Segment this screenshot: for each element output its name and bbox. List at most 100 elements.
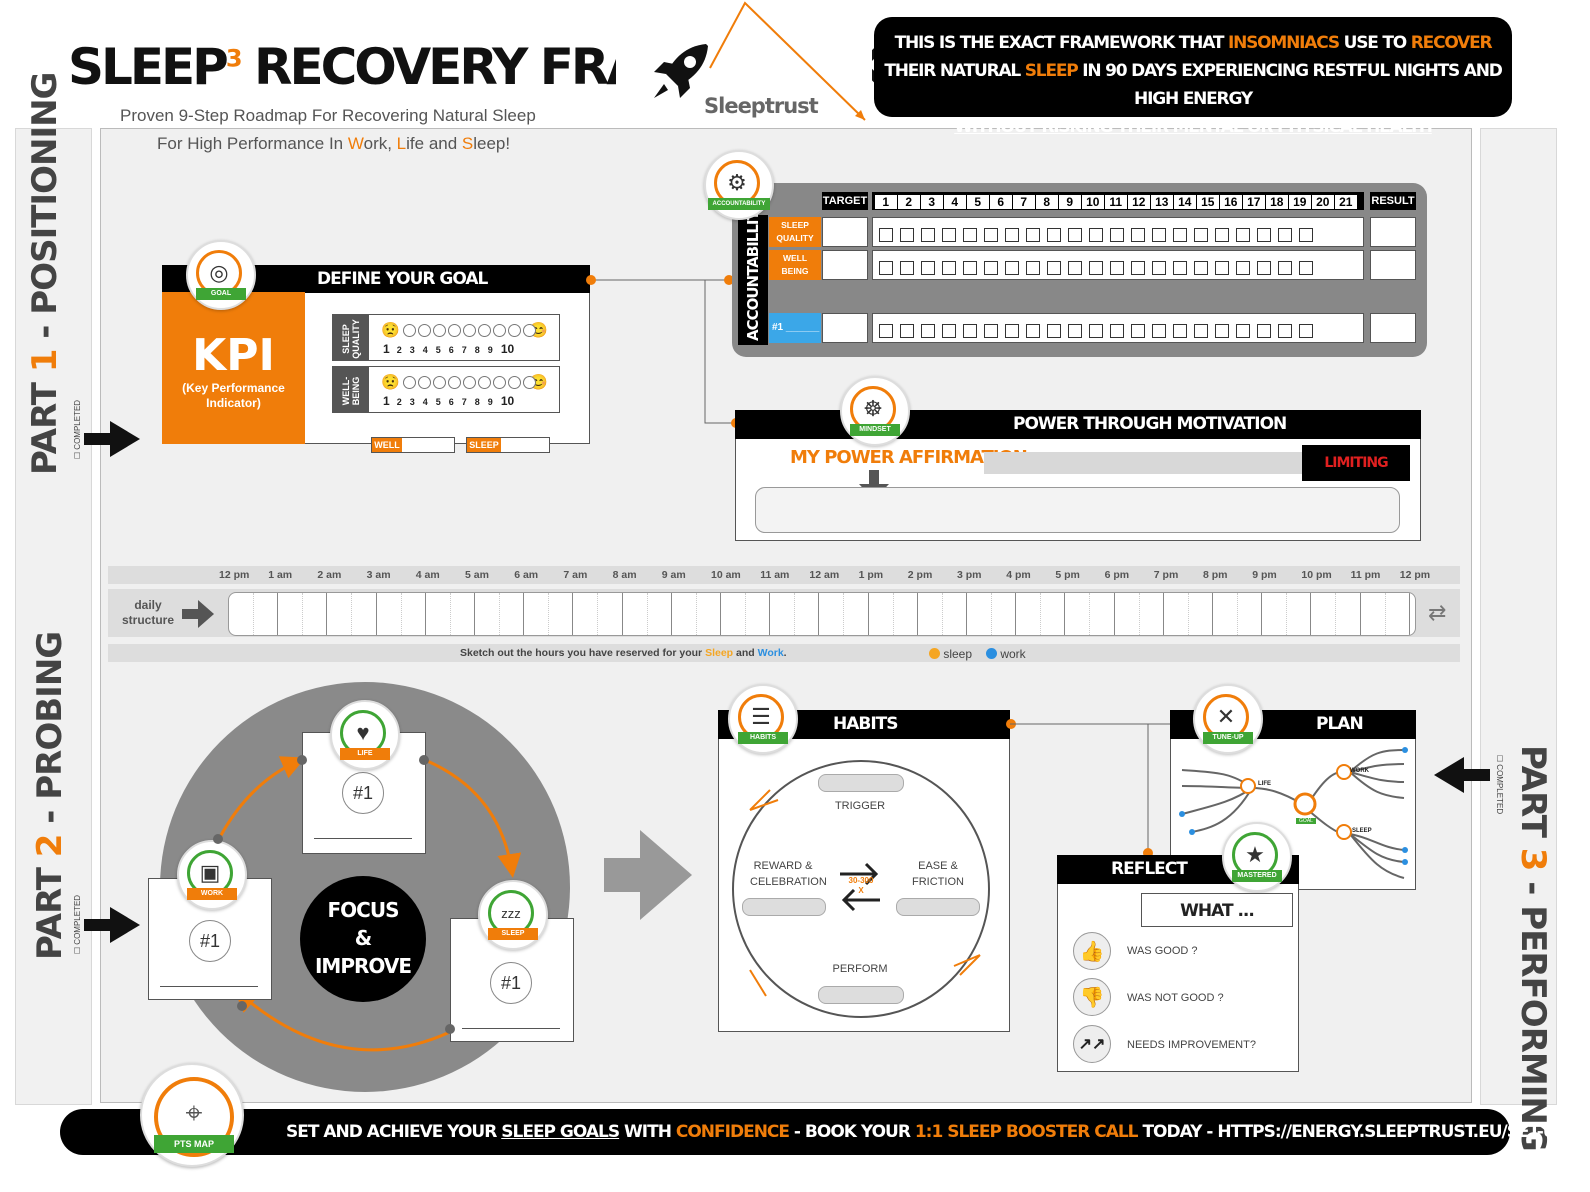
- hour-tick: 2 am: [317, 569, 342, 581]
- hour-slot[interactable]: [278, 593, 328, 635]
- perform-pill[interactable]: [818, 986, 904, 1004]
- hour-slot[interactable]: [1213, 593, 1263, 635]
- logo-triangle: [709, 1, 866, 121]
- acc-target-3[interactable]: [822, 313, 868, 343]
- footer-bar[interactable]: SET AND ACHIEVE YOUR SLEEP GOALS WITH CO…: [60, 1109, 1590, 1155]
- hour-slot[interactable]: [721, 593, 771, 635]
- focus-center: FOCUS&IMPROVE: [300, 876, 426, 1002]
- trend-up-icon[interactable]: ↗↗: [1073, 1025, 1111, 1063]
- subtitle-1: Proven 9-Step Roadmap For Recovering Nat…: [120, 106, 536, 125]
- improve-label: NEEDS IMPROVEMENT?: [1127, 1039, 1256, 1051]
- mastered-badge: ★ MASTERED: [1222, 822, 1292, 892]
- affirmation-input[interactable]: [755, 487, 1400, 533]
- acc-target-2[interactable]: [822, 250, 868, 280]
- hour-tick: 12 pm: [1399, 569, 1431, 581]
- scale-row-wellbeing-label: WELL-BEING: [333, 367, 369, 412]
- map-goal: GOAL: [1296, 818, 1316, 824]
- reward-pill[interactable]: [742, 898, 826, 916]
- target-header: TARGET: [822, 192, 868, 210]
- work-badge: ▣ WORK: [177, 840, 247, 910]
- hour-slot[interactable]: [869, 593, 918, 635]
- hour-slot[interactable]: [918, 593, 967, 635]
- part2-label: PART 2 - PROBING: [30, 631, 70, 960]
- hour-slot[interactable]: [1164, 593, 1213, 635]
- hour-slot[interactable]: [623, 593, 672, 635]
- part1-arrow: [84, 421, 140, 457]
- kpi-subtitle: (Key Performance Indicator): [182, 381, 285, 410]
- affirmation-bar[interactable]: [984, 452, 1302, 474]
- sleep-line: [462, 1028, 560, 1029]
- hour-slot[interactable]: [475, 593, 525, 635]
- acc-checks-1[interactable]: [872, 217, 1364, 247]
- part2-arrow: [84, 907, 140, 943]
- loop-icon: [840, 862, 880, 912]
- hour-slot[interactable]: [1311, 593, 1361, 635]
- acc-row3-label[interactable]: #1 ______: [769, 313, 821, 343]
- thumbs-down-icon[interactable]: 👎: [1073, 978, 1111, 1016]
- hour-slot[interactable]: [1115, 593, 1164, 635]
- legend-work-dot: [986, 648, 997, 659]
- hour-tick: 12 am: [809, 569, 840, 581]
- hour-slot[interactable]: [573, 593, 623, 635]
- subtitle-2: For High Performance In Work, Life and S…: [157, 134, 511, 153]
- hour-slot[interactable]: [377, 593, 426, 635]
- hour-slot[interactable]: [426, 593, 475, 635]
- good-label: WAS GOOD ?: [1127, 945, 1198, 957]
- hour-slot[interactable]: [672, 593, 721, 635]
- hour-slot[interactable]: [327, 593, 377, 635]
- hour-slot[interactable]: [967, 593, 1017, 635]
- right-panel: [1480, 128, 1557, 1105]
- kpi-title: KPI: [192, 330, 275, 381]
- ptsmap-badge: ⌖ PTS MAP: [140, 1063, 244, 1167]
- acc-checks-2[interactable]: [872, 250, 1364, 280]
- map-work: WORK: [1350, 768, 1369, 774]
- hour-tick: 8 am: [612, 569, 637, 581]
- scale-circles[interactable]: [403, 322, 538, 340]
- reward-label: REWARD & CELEBRATION: [750, 860, 827, 888]
- hour-slot[interactable]: [770, 593, 820, 635]
- part2-completed[interactable]: ☐ COMPLETED: [73, 894, 83, 955]
- hour-slot[interactable]: [524, 593, 574, 635]
- hour-slot[interactable]: [229, 593, 279, 635]
- hour-tick: 2 pm: [907, 569, 933, 581]
- acc-checks-3[interactable]: [872, 313, 1364, 343]
- repeat-icon[interactable]: ⇄: [1428, 600, 1447, 625]
- goal-badge: ◎ GOAL: [186, 240, 256, 310]
- hour-slot[interactable]: [1262, 593, 1312, 635]
- hour-slot[interactable]: [1065, 593, 1115, 635]
- hour-slot[interactable]: [819, 593, 869, 635]
- hour-tick: 11 pm: [1350, 569, 1381, 581]
- acc-result-3[interactable]: [1370, 313, 1416, 343]
- mind-map: [1179, 747, 1408, 879]
- kpi-box: KPI (Key Performance Indicator): [162, 292, 305, 444]
- acc-result-1[interactable]: [1370, 217, 1416, 247]
- hour-tick: 7 pm: [1153, 569, 1179, 581]
- ease-pill[interactable]: [896, 898, 980, 916]
- life-number: #1: [342, 772, 384, 814]
- hour-tick: 3 pm: [957, 569, 982, 581]
- perform-label: PERFORM: [832, 963, 888, 975]
- motivation-header: POWER THROUGH MOTIVATION: [735, 410, 1421, 439]
- hour-tick: 1 am: [268, 569, 293, 581]
- mindset-badge: ☸ MINDSET: [840, 376, 910, 446]
- right-arrow-icon: [182, 600, 214, 628]
- hour-slot[interactable]: [1361, 593, 1410, 635]
- trigger-pill[interactable]: [818, 774, 904, 792]
- acc-result-2[interactable]: [1370, 250, 1416, 280]
- hour-slot[interactable]: [1016, 593, 1066, 635]
- hours-strip: [108, 566, 1460, 584]
- daily-timeline[interactable]: [228, 592, 1416, 636]
- thumbs-up-icon[interactable]: 👍: [1073, 932, 1111, 970]
- what-box[interactable]: WHAT ...: [1141, 893, 1293, 927]
- big-arrow-icon: [604, 830, 692, 920]
- acc-target-1[interactable]: [822, 217, 868, 247]
- legend-sleep: sleep: [929, 647, 972, 661]
- part1-completed[interactable]: ☐ COMPLETED: [73, 399, 83, 460]
- hour-tick: 10 pm: [1301, 569, 1332, 581]
- part3-completed[interactable]: ☐ COMPLETED: [1495, 754, 1505, 815]
- scale-circles[interactable]: [403, 374, 538, 392]
- accountability-side: ACCOUNTABILLITY: [738, 201, 768, 345]
- trigger-label: TRIGGER: [834, 800, 886, 812]
- goal-header: DEFINE YOUR GOAL: [162, 265, 590, 293]
